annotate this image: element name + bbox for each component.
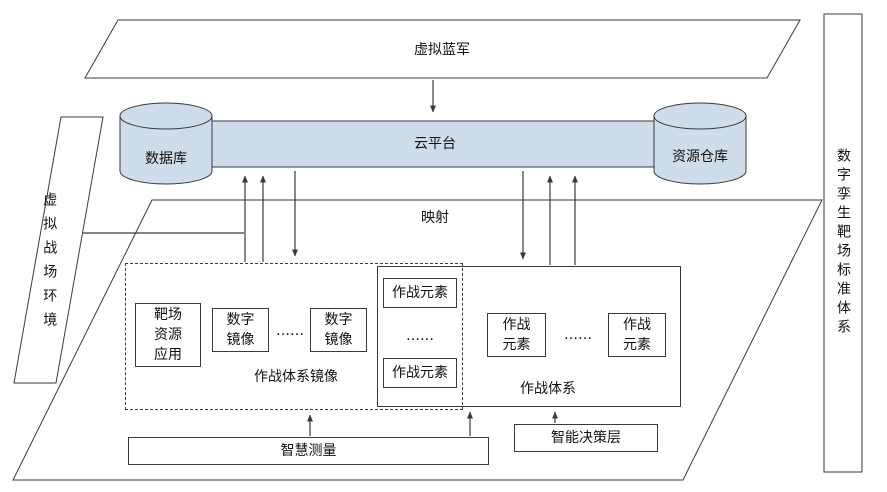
combat-system-caption: 作战体系 — [520, 381, 576, 397]
range-resource-app-box: 靶场资源应用 — [135, 303, 201, 367]
range-resource-app-label: 靶场资源应用 — [154, 306, 182, 364]
combat-element-dots-mid: …… — [564, 327, 592, 343]
combat-element-box-right: 作战元素 — [608, 313, 666, 357]
virtual-battlefield-label: 虚拟战场环境 — [41, 192, 58, 336]
mirror-dots: …… — [276, 323, 304, 339]
decision-layer-label: 智能决策层 — [551, 429, 621, 446]
combat-mirror-group-frame — [125, 263, 463, 410]
combat-element-label-bottom: 作战元素 — [392, 364, 448, 381]
combat-element-label-right: 作战元素 — [623, 316, 651, 353]
standard-system-label: 数字孪生靶场标准体系 — [835, 148, 851, 338]
mapping-panel — [12, 199, 823, 481]
combat-element-label-mid: 作战元素 — [502, 316, 531, 353]
database-label: 数据库 — [145, 151, 187, 167]
database-cylinder — [119, 116, 213, 185]
decision-layer-box: 智能决策层 — [514, 424, 658, 452]
smart-measure-label: 智慧测量 — [280, 442, 337, 459]
cloud-platform-bar — [165, 120, 701, 168]
digital-mirror-box-2: 数字镜像 — [310, 308, 367, 352]
combat-element-box-top: 作战元素 — [383, 278, 457, 308]
resource-repo-label: 资源仓库 — [672, 149, 728, 165]
combat-element-label-top: 作战元素 — [392, 284, 448, 301]
resource-repo-cylinder-top — [653, 102, 747, 130]
combat-element-box-mid: 作战元素 — [487, 313, 546, 357]
virtual-blue-army-label: 虚拟蓝军 — [414, 42, 470, 58]
digital-mirror-box-1: 数字镜像 — [212, 308, 269, 352]
combat-element-dots-vertical: …… — [406, 328, 434, 344]
smart-measure-box: 智慧测量 — [128, 437, 489, 465]
resource-repo-cylinder — [653, 116, 747, 185]
digital-mirror-label-1: 数字镜像 — [226, 311, 255, 348]
database-cylinder-top — [119, 102, 213, 130]
combat-system-frame — [377, 266, 681, 407]
standard-system-label-wrap: 数字孪生靶场标准体系 — [824, 14, 862, 472]
virtual-blue-army-panel — [84, 19, 801, 79]
combat-mirror-caption: 作战体系镜像 — [254, 369, 338, 385]
digital-mirror-label-2: 数字镜像 — [324, 311, 353, 348]
standard-system-panel — [823, 13, 863, 473]
combat-element-box-bottom: 作战元素 — [383, 358, 457, 388]
cloud-platform-label: 云平台 — [414, 136, 456, 152]
virtual-battlefield-panel — [13, 116, 104, 384]
mapping-label: 映射 — [421, 210, 449, 226]
